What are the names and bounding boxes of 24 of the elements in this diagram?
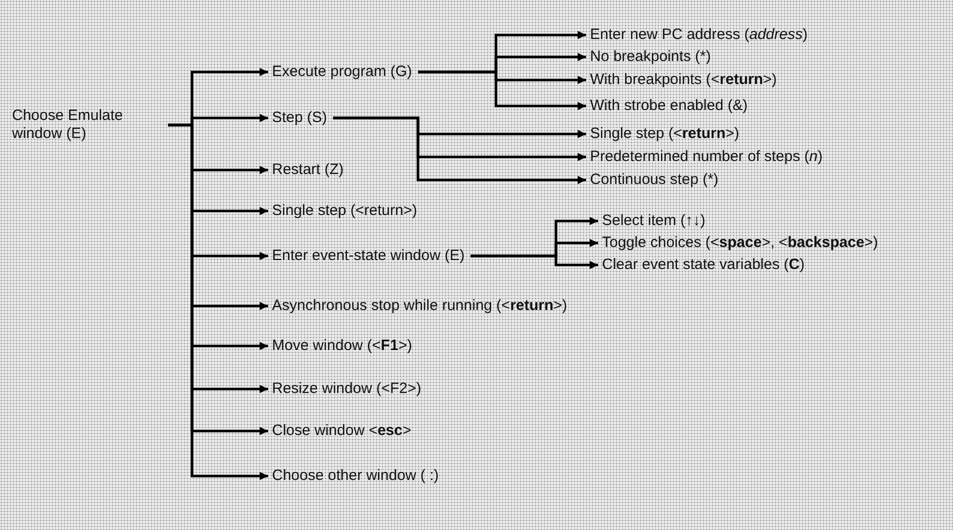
menu-option-label: Close window <esc> — [270, 422, 414, 440]
menu-option-label: Choose Emulate window (E) — [10, 107, 164, 143]
menu-option-label: Step (S) — [270, 109, 330, 127]
arrow — [470, 254, 598, 270]
menu-option-label: Continuous step (*) — [588, 171, 720, 189]
arrow — [333, 116, 586, 184]
menu-option-label: Resize window (<F2>) — [270, 380, 424, 398]
menu-option-label: With strobe enabled (&) — [588, 97, 750, 115]
menu-option-label: Enter new PC address (address) — [588, 26, 810, 44]
menu-option-label: Clear event state variables (C) — [600, 256, 807, 274]
menu-option-label: Single step (<return>) — [588, 125, 742, 143]
menu-option-label: Toggle choices (<space>, <backspace>) — [600, 234, 880, 252]
menu-option-label: Choose other window ( :) — [270, 467, 441, 485]
menu-option-label: Select item (↑↓) — [600, 212, 708, 230]
menu-option-label: Restart (Z) — [270, 161, 346, 179]
menu-option-label: Asynchronous stop while running (<return>) — [270, 297, 570, 315]
menu-option-label: Predetermined number of steps (n) — [588, 148, 825, 166]
menu-option-label: Enter event-state window (E) — [270, 247, 467, 265]
arrow — [418, 70, 586, 110]
menu-option-label: Execute program (G) — [270, 63, 414, 81]
menu-option-label: Single step (<return>) — [270, 202, 420, 220]
menu-option-label: Move window (<F1>) — [270, 337, 414, 355]
menu-option-label: No breakpoints (*) — [588, 48, 713, 66]
menu-option-label: With breakpoints (<return>) — [588, 71, 779, 89]
